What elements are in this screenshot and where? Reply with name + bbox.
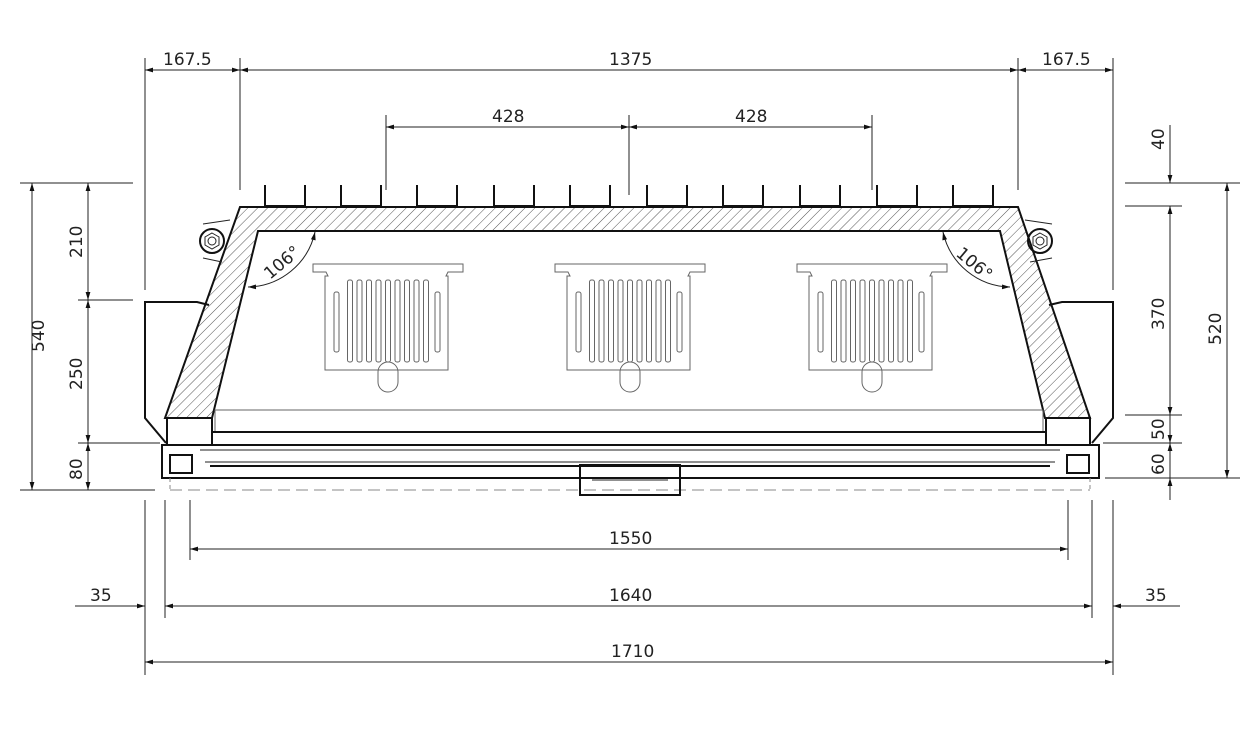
dim-right-middle: 370 bbox=[1149, 298, 1169, 330]
dim-left-upper: 210 bbox=[67, 226, 87, 258]
side-bracket-right bbox=[1048, 301, 1114, 444]
dim-spacing-right: 428 bbox=[735, 107, 767, 127]
u-channel bbox=[876, 185, 918, 207]
dim-top-left-margin: 167.5 bbox=[163, 50, 212, 70]
dim-right-total: 520 bbox=[1206, 313, 1226, 345]
u-channel bbox=[646, 185, 688, 207]
angle-label-right: 106° bbox=[952, 244, 996, 286]
grease-filter bbox=[554, 263, 706, 393]
dim-bottom-inner: 1550 bbox=[609, 529, 652, 549]
grease-filters bbox=[312, 263, 948, 393]
dim-top-span: 1375 bbox=[609, 50, 652, 70]
u-channel bbox=[340, 185, 382, 207]
angle-arc-right bbox=[942, 231, 1011, 290]
u-channel bbox=[722, 185, 764, 207]
dim-left-lower: 80 bbox=[67, 458, 87, 480]
dim-bottom-overall: 1710 bbox=[611, 642, 654, 662]
u-channel bbox=[569, 185, 611, 207]
dim-top-right-margin: 167.5 bbox=[1042, 50, 1091, 70]
side-bracket-left bbox=[144, 301, 210, 444]
dim-left-total: 540 bbox=[29, 320, 49, 352]
bottom-frame bbox=[161, 409, 1100, 496]
dim-left-middle: 250 bbox=[67, 358, 87, 390]
dim-bottom-frame: 1640 bbox=[609, 586, 652, 606]
dimension-lines bbox=[20, 58, 1240, 675]
lifting-lug-left bbox=[199, 219, 231, 263]
u-channel bbox=[493, 185, 535, 207]
dim-bottom-left-offset: 35 bbox=[90, 586, 112, 606]
dim-spacing-left: 428 bbox=[492, 107, 524, 127]
u-channel bbox=[952, 185, 994, 207]
u-channel bbox=[416, 185, 458, 207]
grease-filter bbox=[796, 263, 948, 393]
dim-right-top: 40 bbox=[1149, 128, 1169, 150]
grease-filter bbox=[312, 263, 464, 393]
dim-bottom-right-offset: 35 bbox=[1145, 586, 1167, 606]
angle-arc-left bbox=[247, 231, 316, 290]
dim-right-lower-a: 50 bbox=[1149, 418, 1169, 440]
u-channel bbox=[799, 185, 841, 207]
top-channels bbox=[264, 185, 994, 207]
lifting-lug-right bbox=[1024, 219, 1053, 263]
u-channel bbox=[264, 185, 306, 207]
dim-right-lower-b: 60 bbox=[1149, 453, 1169, 475]
